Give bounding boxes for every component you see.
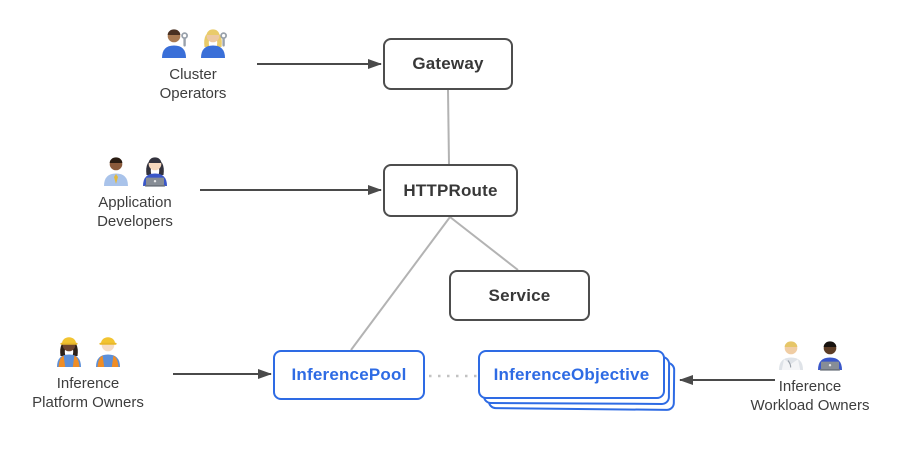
actor-cluster-operators: Cluster Operators	[113, 24, 273, 103]
node-inferencepool: InferencePool	[273, 350, 425, 400]
cluster-operators-label: Cluster Operators	[159, 66, 227, 102]
node-inferenceobjective-stack: InferenceObjective	[478, 350, 676, 411]
woman-construction-worker-icon	[51, 333, 87, 369]
edge-gateway-httproute	[447, 89, 450, 165]
man-construction-worker-icon	[90, 333, 126, 369]
man-office-worker-icon	[98, 152, 134, 188]
inference-platform-owners-icons	[51, 333, 126, 369]
woman-technologist-icon	[137, 152, 173, 188]
man-technologist-icon	[812, 336, 848, 372]
inference-platform-owners-label: Inference Platform Owners	[32, 375, 144, 411]
node-inferenceobjective-label: InferenceObjective	[493, 364, 650, 384]
node-httproute: HTTPRoute	[383, 164, 518, 217]
actor-inference-workload-owners: Inference Workload Owners	[730, 336, 890, 415]
inference-workload-owners-label: Inference Workload Owners	[750, 378, 870, 414]
cluster-operators-icons	[156, 24, 231, 60]
edge-httproute-service	[449, 216, 519, 271]
application-developers-label: Application Developers	[97, 194, 173, 230]
node-inferencepool-label: InferencePool	[291, 365, 407, 384]
application-developers-icons	[98, 152, 173, 188]
node-gateway-label: Gateway	[412, 54, 484, 73]
node-inferenceobjective: InferenceObjective	[478, 350, 665, 399]
node-service-label: Service	[488, 285, 551, 305]
node-httproute-label: HTTPRoute	[403, 180, 498, 200]
woman-mechanic-icon	[195, 24, 231, 60]
edge-httproute-inferencepool	[350, 216, 451, 351]
node-service: Service	[449, 270, 590, 321]
man-mechanic-icon	[156, 24, 192, 60]
actor-inference-platform-owners: Inference Platform Owners	[8, 333, 168, 412]
node-gateway: Gateway	[383, 38, 513, 90]
health-worker-icon	[773, 336, 809, 372]
inference-workload-owners-icons	[773, 336, 848, 372]
actor-application-developers: Application Developers	[55, 152, 215, 231]
